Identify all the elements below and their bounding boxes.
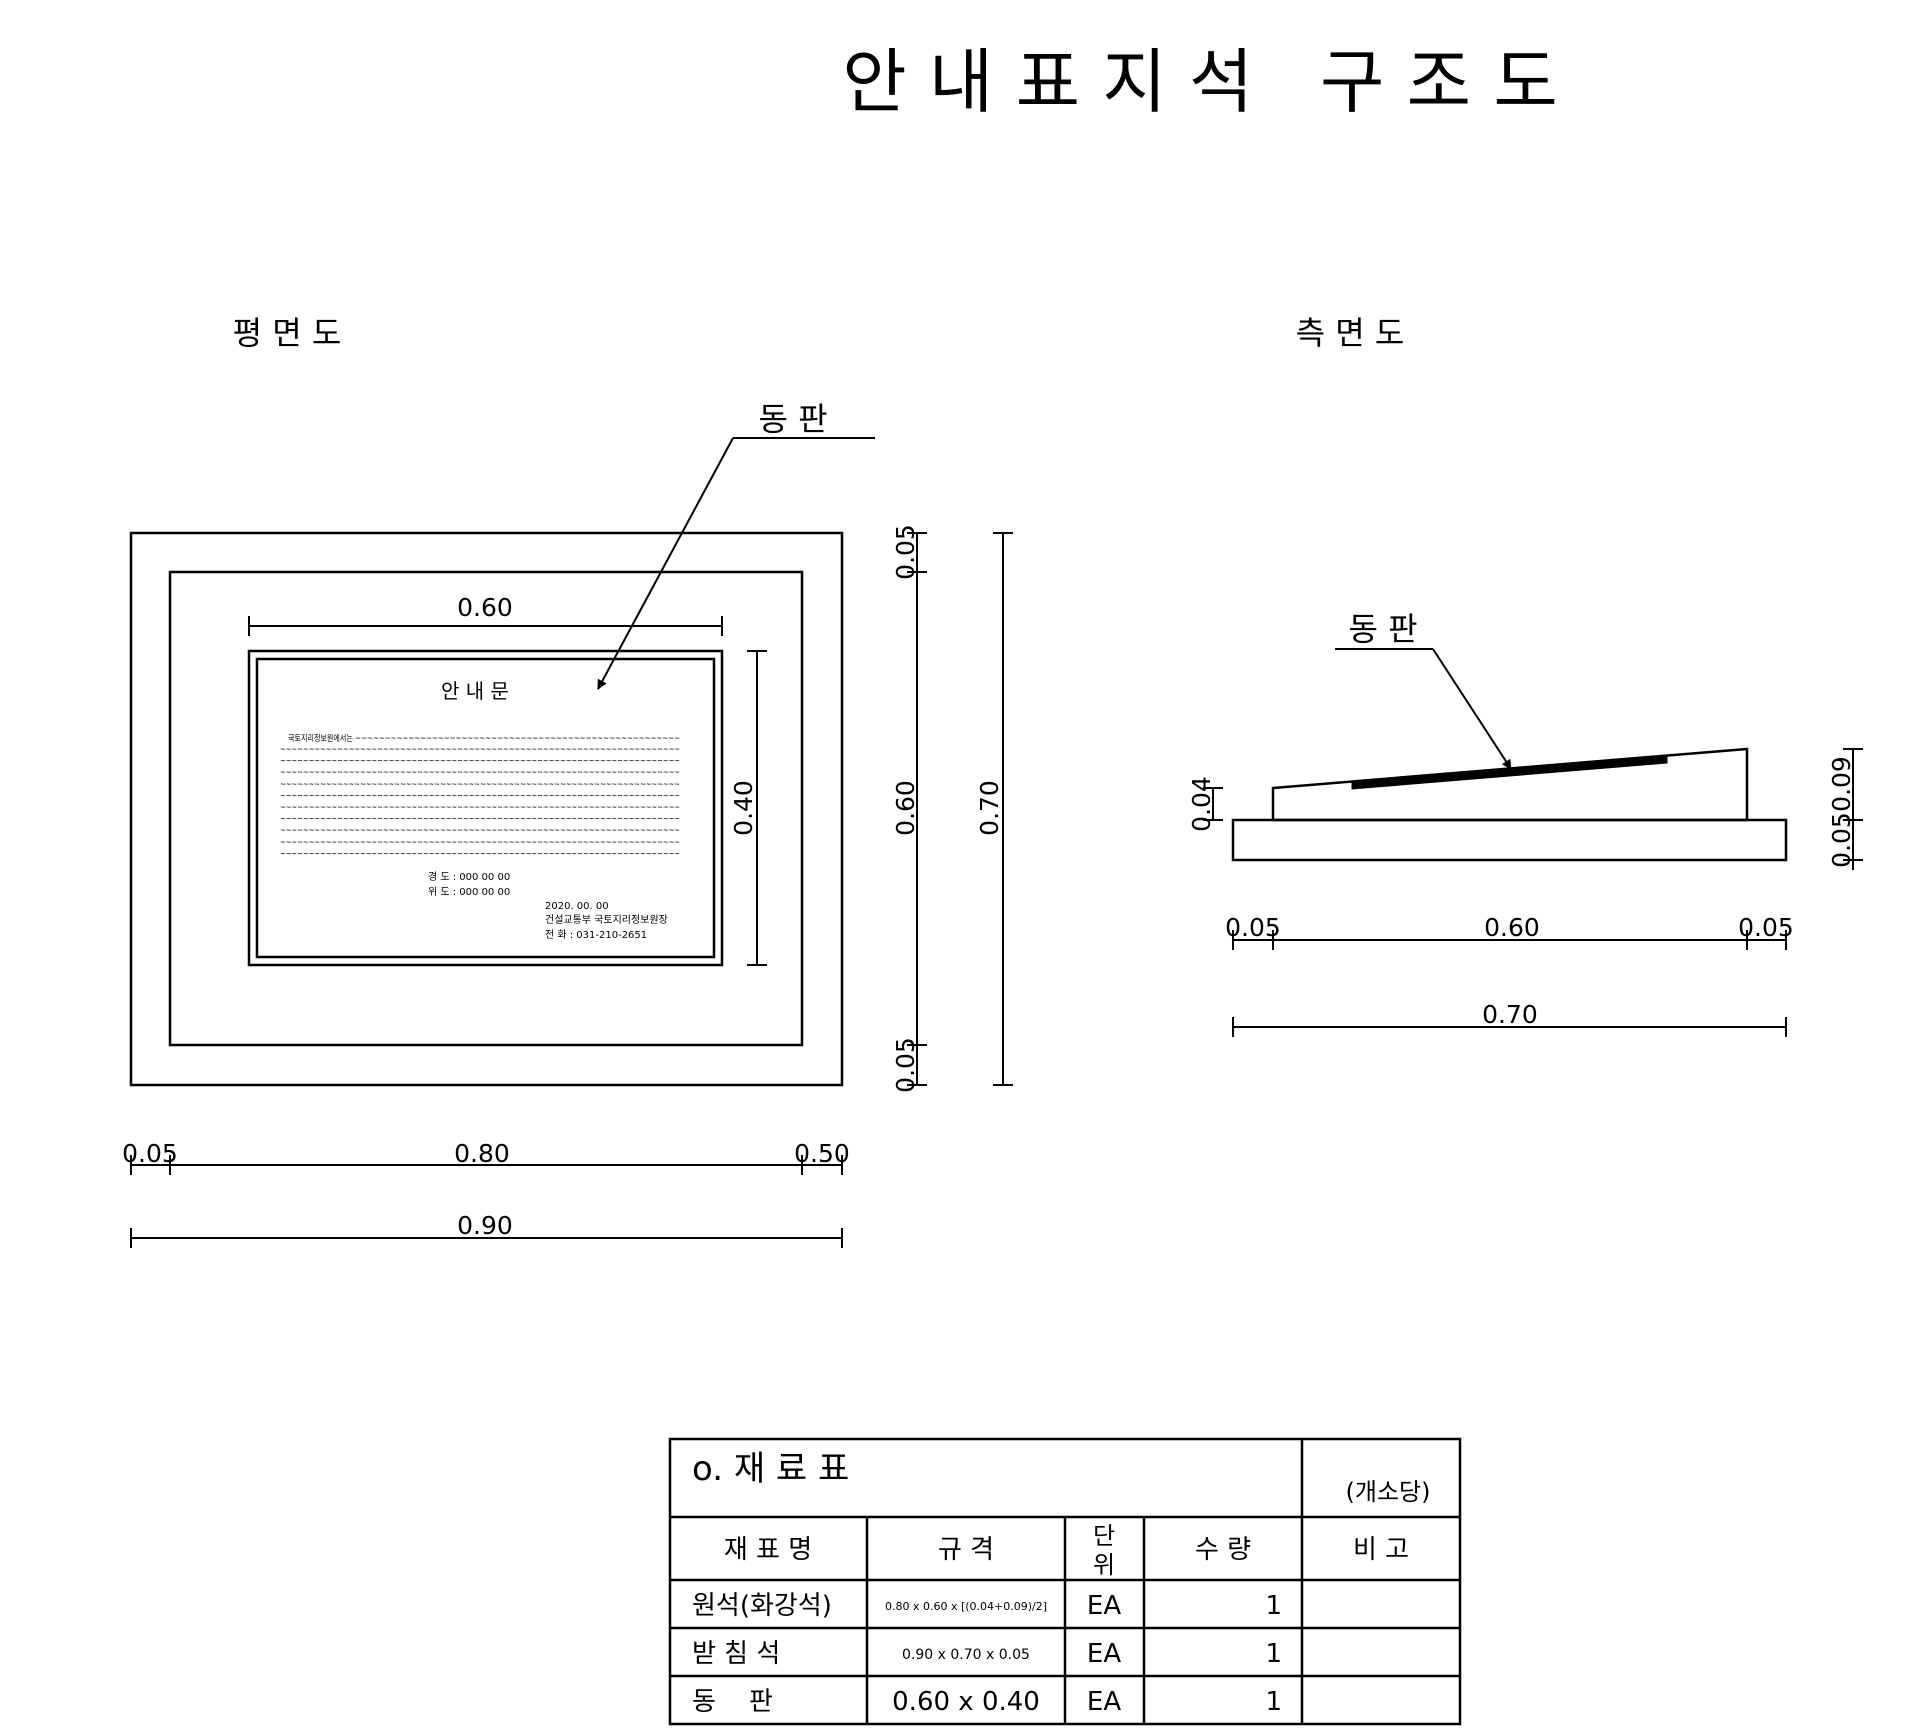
dim-right-middle: 0.60 <box>891 780 920 836</box>
row3-qty: 1 <box>1265 1687 1282 1717</box>
plan-view: 평 면 도 안 내 문 국토지리정보원에서는 ~~~~~~~~~~~~~~~~~… <box>122 314 1013 1248</box>
plaque-longitude: 경 도 : 000 00 00 <box>428 870 510 883</box>
header-unit-line1: 단 <box>1093 1522 1115 1550</box>
side-plaque <box>1351 754 1668 790</box>
header-unit-line2: 위 <box>1093 1551 1115 1579</box>
base-stone-outline <box>129 531 844 1087</box>
main-stone-outline <box>168 570 804 1047</box>
plaque-filler-line: ~~~~~~~~~~~~~~~~~~~~~~~~~~~~~~~~~~~~~~~~… <box>280 838 680 848</box>
row2-name: 받 침 석 <box>692 1639 780 1669</box>
dim-overall-height: 0.70 <box>975 780 1004 836</box>
side-view-label: 측 면 도 <box>1296 314 1405 352</box>
dim-overall-width: 0.90 <box>457 1211 513 1240</box>
dim-side-front-height: 0.04 <box>1187 776 1216 832</box>
dim-side-overall-width: 0.70 <box>1482 1000 1538 1029</box>
material-table-title: o. 재 료 표 <box>692 1449 849 1489</box>
plaque-filler-line: ~~~~~~~~~~~~~~~~~~~~~~~~~~~~~~~~~~~~~~~~… <box>280 791 680 801</box>
side-main-stone <box>1271 747 1749 822</box>
row2-qty: 1 <box>1265 1639 1282 1669</box>
dim-side-right-bottom: 0.09 <box>1827 756 1856 812</box>
material-table-unit-note: (개소당) <box>1346 1478 1431 1506</box>
row1-spec: 0.80 x 0.60 x [(0.04+0.09)/2] <box>885 1600 1047 1613</box>
material-table: o. 재 료 표 (개소당) 재 표 명 규 격 단 위 수 량 비 고 원석(… <box>668 1437 1462 1726</box>
dim-bottom-right: 0.50 <box>794 1139 850 1168</box>
side-callout-leader <box>1432 648 1512 770</box>
dim-plaque-width: 0.60 <box>457 593 513 622</box>
plan-callout-label: 동 판 <box>758 400 827 438</box>
plaque-filler-line: ~~~~~~~~~~~~~~~~~~~~~~~~~~~~~~~~~~~~~~~~… <box>280 815 680 825</box>
dim-side-left-margin: 0.05 <box>1225 913 1281 942</box>
plaque-intro: 국토지리정보원에서는 ~~~~~~~~~~~~~~~~~~~~~~~~~~~~~… <box>288 733 680 744</box>
row3-spec: 0.60 x 0.40 <box>892 1687 1040 1717</box>
plaque-inner-frame <box>255 657 716 959</box>
row1-qty: 1 <box>1265 1591 1282 1621</box>
dim-side-right-margin: 0.05 <box>1738 913 1794 942</box>
plaque-heading: 안 내 문 <box>441 679 509 703</box>
side-view: 측 면 도 동 판 0.04 0.05 0.09 0.05 0.60 0.05 <box>1187 314 1863 1037</box>
plaque-filler-lines: ~~~~~~~~~~~~~~~~~~~~~~~~~~~~~~~~~~~~~~~~… <box>280 745 680 859</box>
dim-plaque-height: 0.40 <box>729 780 758 836</box>
header-material-name: 재 표 명 <box>724 1535 812 1565</box>
row1-name: 원석(화강석) <box>692 1591 832 1621</box>
plan-view-label: 평 면 도 <box>233 314 342 352</box>
header-note: 비 고 <box>1353 1535 1409 1565</box>
plaque-filler-line: ~~~~~~~~~~~~~~~~~~~~~~~~~~~~~~~~~~~~~~~~… <box>280 745 680 755</box>
row3-name: 동 판 <box>692 1687 773 1717</box>
plaque-filler-line: ~~~~~~~~~~~~~~~~~~~~~~~~~~~~~~~~~~~~~~~~… <box>280 757 680 767</box>
plaque-filler-line: ~~~~~~~~~~~~~~~~~~~~~~~~~~~~~~~~~~~~~~~~… <box>280 768 680 778</box>
side-base-stone <box>1231 818 1788 862</box>
row2-unit: EA <box>1087 1639 1121 1669</box>
dim-right-top: 0.05 <box>891 524 920 580</box>
row3-unit: EA <box>1087 1687 1121 1717</box>
plaque-issuer: 건설교통부 국토지리정보원장 <box>545 914 668 926</box>
plaque-latitude: 위 도 : 000 00 00 <box>428 885 510 898</box>
plaque-filler-line: ~~~~~~~~~~~~~~~~~~~~~~~~~~~~~~~~~~~~~~~~… <box>280 826 680 836</box>
page-title: 안 내 표 지 석 구 조 도 <box>842 41 1557 123</box>
dim-right-bottom: 0.05 <box>891 1037 920 1093</box>
header-spec: 규 격 <box>938 1535 994 1565</box>
plan-callout-leader <box>597 437 734 690</box>
plaque-filler-line: ~~~~~~~~~~~~~~~~~~~~~~~~~~~~~~~~~~~~~~~~… <box>280 849 680 859</box>
plaque-filler-line: ~~~~~~~~~~~~~~~~~~~~~~~~~~~~~~~~~~~~~~~~… <box>280 780 680 790</box>
row1-unit: EA <box>1087 1591 1121 1621</box>
dim-bottom-left: 0.05 <box>122 1139 178 1168</box>
header-quantity: 수 량 <box>1195 1535 1251 1565</box>
plaque-filler-line: ~~~~~~~~~~~~~~~~~~~~~~~~~~~~~~~~~~~~~~~~… <box>280 803 680 813</box>
plaque-phone: 전 화 : 031-210-2651 <box>545 929 647 941</box>
side-callout-label: 동 판 <box>1348 610 1417 648</box>
dim-bottom-middle: 0.80 <box>454 1139 510 1168</box>
dim-side-plate-width: 0.60 <box>1484 913 1540 942</box>
plaque-outer-frame <box>247 649 724 967</box>
plaque-date: 2020. 00. 00 <box>545 901 609 912</box>
dim-side-right-top: 0.05 <box>1827 812 1856 868</box>
row2-spec: 0.90 x 0.70 x 0.05 <box>902 1647 1030 1663</box>
